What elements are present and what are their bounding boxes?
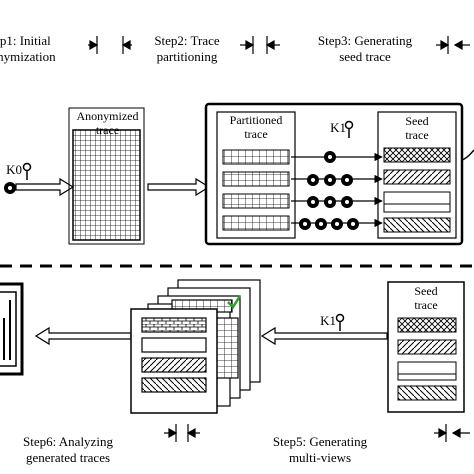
step2-title: Step2: Trace xyxy=(154,33,220,48)
arrow-views-to-analysis xyxy=(34,326,132,346)
step-separator-5 xyxy=(434,424,470,442)
step3-subtitle: seed trace xyxy=(339,49,391,64)
k0-label: K0 xyxy=(6,162,22,177)
step3-title: Step3: Generating xyxy=(317,33,413,48)
step6-subtitle: generated traces xyxy=(25,450,111,465)
step-separator-3 xyxy=(436,36,470,54)
arrow-seed-to-views xyxy=(260,326,388,346)
partitioned-trace-subtitle: trace xyxy=(244,127,268,141)
arrow-k0-to-anonymized xyxy=(15,177,75,197)
step3-label: Step3: Generating seed trace xyxy=(290,33,440,65)
step-separator-2 xyxy=(240,36,280,54)
step-separator-4 xyxy=(164,424,200,442)
step1-title: Step1: Initial xyxy=(0,33,51,48)
continuation-curve xyxy=(461,149,474,161)
anonymized-trace-frame xyxy=(68,107,145,245)
partitioned-trace-label: Partitioned trace xyxy=(217,113,295,141)
seed-trace-bottom-subtitle: trace xyxy=(414,298,438,312)
step1-label: Step1: Initial anonymization xyxy=(0,33,92,65)
step-separator-1 xyxy=(88,36,132,54)
arrow-anonymized-to-partition xyxy=(147,177,211,197)
anonymized-trace-grid xyxy=(72,129,141,241)
k1-key-icon-top xyxy=(344,120,354,138)
check-icon xyxy=(227,295,242,309)
gear-icons xyxy=(299,151,359,230)
step5-subtitle: multi-views xyxy=(288,450,352,465)
step6-label: Step6: Analyzing generated traces xyxy=(0,434,136,466)
seed-rows-top xyxy=(383,147,451,233)
seed-trace-label-top: Seed trace xyxy=(378,114,456,142)
step1-subtitle: anonymization xyxy=(0,49,56,64)
analysis-device xyxy=(0,282,24,376)
partition-rows xyxy=(222,149,290,231)
partitioned-trace-title: Partitioned xyxy=(229,113,283,127)
step6-title: Step6: Analyzing xyxy=(23,434,113,449)
k1-key-icon-bottom xyxy=(335,313,345,331)
seed-trace-top-subtitle: trace xyxy=(405,128,429,142)
step5-label: Step5: Generating multi-views xyxy=(244,434,396,466)
k0-key-icon xyxy=(22,162,32,180)
seed-trace-top-title: Seed xyxy=(405,114,429,128)
anonymized-trace-label: Anonymized trace xyxy=(69,109,146,137)
gear-icon-k0 xyxy=(4,182,16,194)
seed-trace-bottom-title: Seed xyxy=(414,284,438,298)
gear-arrows xyxy=(291,152,383,228)
anonymized-trace-title: Anonymized xyxy=(76,109,139,123)
k1-label-bottom: K1 xyxy=(320,313,336,328)
k1-label-top: K1 xyxy=(330,120,346,135)
multi-view-stack xyxy=(130,279,261,414)
step2-subtitle: partitioning xyxy=(156,49,218,64)
step2-label: Step2: Trace partitioning xyxy=(118,33,256,65)
seed-trace-label-bottom: Seed trace xyxy=(388,284,464,312)
seed-rows-bottom xyxy=(397,317,457,401)
anonymized-trace-subtitle: trace xyxy=(95,123,120,137)
step5-title: Step5: Generating xyxy=(272,434,368,449)
